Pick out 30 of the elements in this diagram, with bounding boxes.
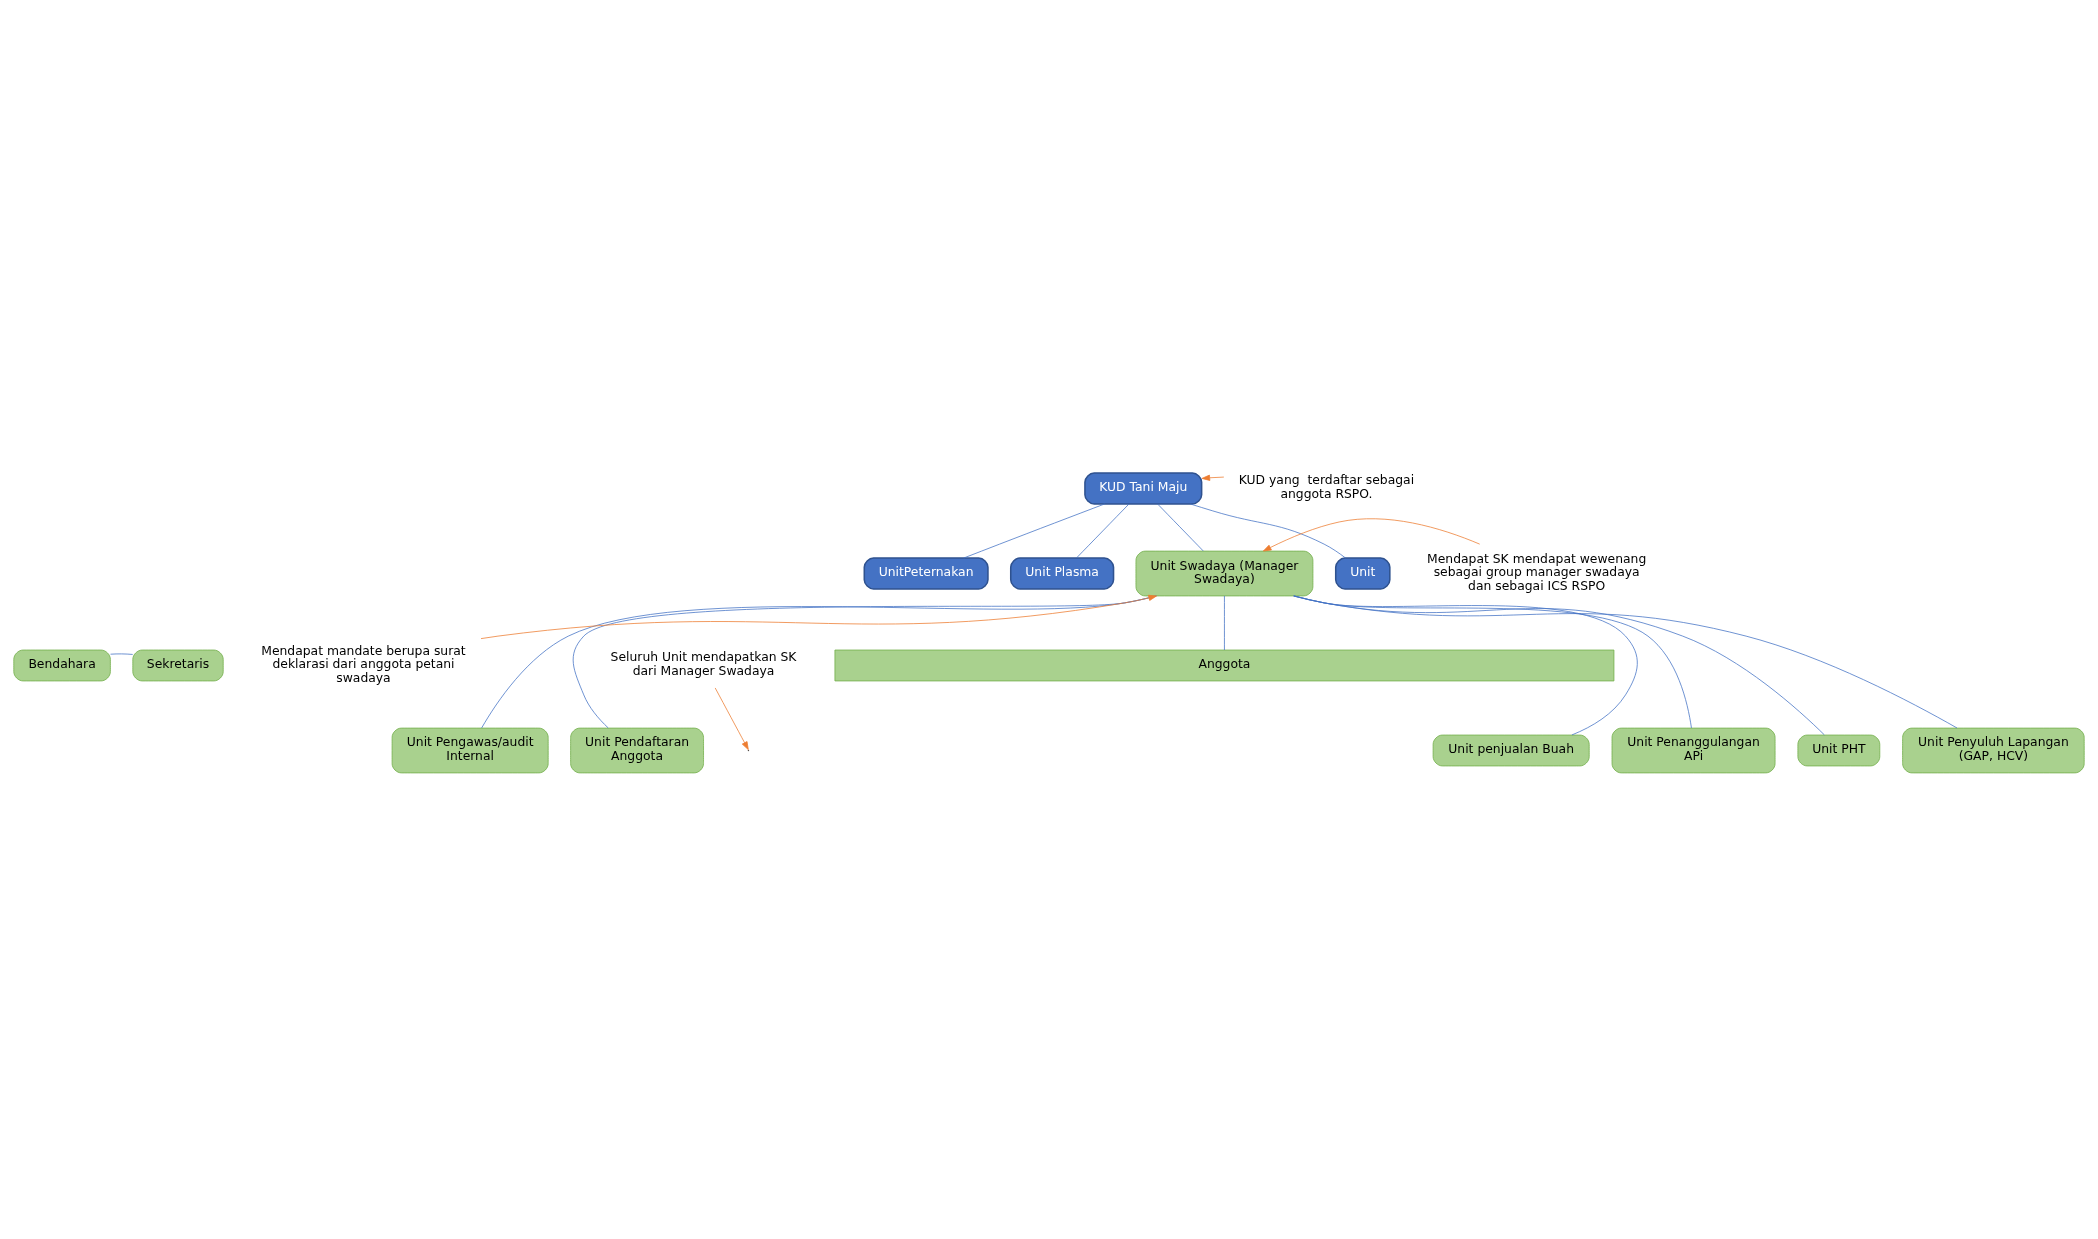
node-box: Unit PHT bbox=[1797, 734, 1881, 767]
arrow bbox=[1262, 518, 1481, 552]
connector bbox=[1190, 503, 1346, 559]
node-box: Unit Pendaftaran Anggota bbox=[570, 727, 704, 774]
node-box: Unit penjualan Buah bbox=[1432, 734, 1590, 767]
connector bbox=[1157, 503, 1204, 552]
node-box: KUD Tani Maju bbox=[1084, 472, 1203, 505]
node-box: Bendahara bbox=[13, 649, 111, 682]
arrow bbox=[714, 687, 749, 750]
node-box: Unit Swadaya (Manager Swadaya) bbox=[1135, 550, 1314, 597]
connector bbox=[110, 653, 134, 655]
node-box: UnitPeternakan bbox=[863, 557, 989, 590]
node-box: Unit Penyuluh Lapangan (GAP, HCV) bbox=[1902, 727, 2085, 774]
node-text: KUD yang terdaftar sebagai anggota RSPO. bbox=[1238, 473, 1415, 502]
node-text: Mendapat mandate berupa surat deklarasi dari anggota petani swadaya bbox=[261, 643, 466, 686]
connector bbox=[1293, 595, 1825, 736]
connector bbox=[1076, 503, 1130, 559]
node-box: Unit Plasma bbox=[1009, 557, 1115, 590]
node-text: Mendapat SK mendapat wewenang sebagai group manager swadaya dan sebagai ICS RSPO bbox=[1427, 551, 1647, 594]
node-box: Unit bbox=[1334, 557, 1391, 590]
node-box: Unit Penanggulangan APi bbox=[1611, 727, 1776, 774]
connector bbox=[1224, 595, 1225, 651]
node-text: Seluruh Unit mendapatkan SK dari Manager Swadaya bbox=[610, 650, 797, 679]
connector bbox=[963, 503, 1105, 559]
connector bbox=[1292, 595, 1958, 729]
node-box: Unit Pengawas/audit Internal bbox=[391, 727, 549, 774]
node-box: Sekretaris bbox=[132, 649, 224, 682]
arrow bbox=[1201, 474, 1225, 481]
arrow bbox=[480, 594, 1157, 639]
node-box: Anggota bbox=[834, 649, 1615, 682]
